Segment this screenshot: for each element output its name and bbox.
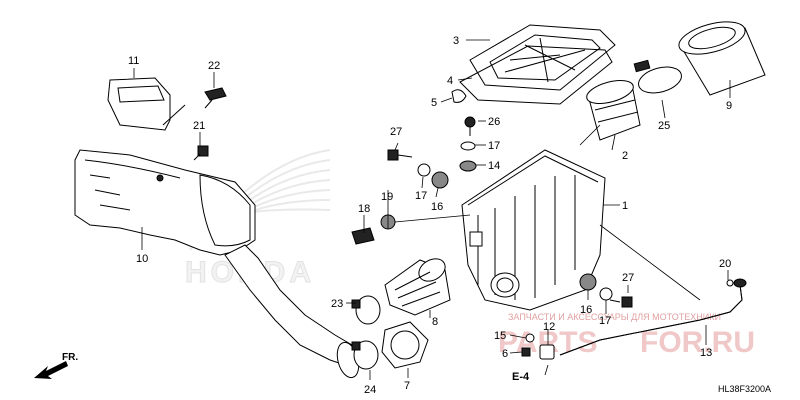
label-part-8: 8	[432, 316, 438, 328]
part-24-clamp	[351, 340, 379, 370]
label-part-22: 22	[208, 60, 220, 72]
label-part-26: 26	[488, 116, 500, 128]
label-part-5: 5	[431, 97, 437, 109]
part-17-mid-grommet	[417, 163, 431, 177]
leader-lines	[133, 39, 731, 380]
part-27-bolt-upper	[387, 149, 413, 161]
part-18-sensor	[351, 227, 375, 245]
label-part-27a: 27	[390, 126, 402, 138]
label-part-15: 15	[494, 330, 506, 342]
part-5-clip	[451, 89, 467, 103]
label-part-3: 3	[453, 35, 459, 47]
front-direction-indicator: FR.	[34, 352, 78, 379]
part-26-screw	[464, 116, 476, 136]
label-part-11: 11	[128, 55, 139, 67]
label-part-2: 2	[622, 150, 628, 162]
part-22-clip	[204, 87, 227, 109]
part-9-outer-filter	[678, 21, 766, 96]
front-arrow-icon	[34, 361, 68, 379]
label-part-12: 12	[543, 321, 555, 333]
part-13-drain-tube	[559, 278, 747, 356]
watermark-shop-line: ЗАПЧАСТИ И АКСЕССУАРЫ ДЛЯ МОТОТЕХНИКИ	[508, 312, 721, 322]
part-2-filter-element	[586, 80, 641, 141]
label-part-21: 21	[193, 120, 205, 132]
label-part-14: 14	[488, 160, 500, 172]
part-14-grommet	[459, 160, 477, 172]
part-10-intake-duct	[74, 149, 360, 379]
part-17-lower-grommet	[599, 287, 613, 301]
part-12-plug	[539, 344, 555, 360]
label-part-25: 25	[658, 120, 670, 132]
label-part-20: 20	[719, 258, 731, 270]
label-part-24: 24	[364, 384, 376, 396]
part-8-connecting-tube	[384, 258, 451, 316]
label-part-16b: 16	[580, 304, 592, 316]
watermark-shop-b: FOR.RU	[640, 326, 755, 359]
part-27-bolt-lower	[609, 296, 633, 308]
part-1-air-box	[461, 149, 606, 311]
part-7-insulator	[381, 321, 429, 369]
label-part-7: 7	[404, 380, 410, 392]
part-6-clip	[521, 347, 531, 357]
label-part-9: 9	[726, 100, 732, 112]
label-part-16a: 16	[431, 201, 443, 213]
label-part-10: 10	[136, 253, 148, 265]
label-part-17b: 17	[415, 190, 427, 202]
shop-watermark: ЗАПЧАСТИ И АКСЕССУАРЫ ДЛЯ МОТОТЕХНИКИ PA…	[498, 312, 755, 359]
label-part-18: 18	[358, 203, 370, 215]
section-reference: E-4	[512, 371, 530, 383]
part-25-clamp	[633, 59, 682, 94]
label-part-13: 13	[700, 347, 712, 359]
diagram-code: HL38F3200A	[718, 384, 771, 394]
label-part-4: 4	[447, 75, 453, 87]
label-part-23: 23	[331, 298, 343, 310]
label-part-19: 19	[381, 191, 393, 203]
part-23-clamp	[351, 295, 381, 325]
label-part-1: 1	[622, 200, 628, 212]
part-21-bolt	[193, 145, 209, 161]
part-labels: 1 2 3 4 5 6 7 8 9 10 11 12 13 14 15 16 1…	[128, 35, 732, 396]
label-part-27b: 27	[622, 272, 634, 284]
part-17-upper-grommet	[460, 141, 476, 151]
part-11-cover	[107, 77, 186, 131]
label-part-6: 6	[502, 348, 508, 360]
part-16-mid-grommet	[431, 171, 449, 189]
part-4-seal	[459, 45, 613, 105]
part-20-clip	[726, 279, 734, 287]
part-16-lower-grommet	[579, 273, 597, 291]
label-part-17a: 17	[488, 140, 500, 152]
part-3-lid	[469, 24, 616, 91]
label-part-17c: 17	[599, 315, 611, 327]
part-15-clip	[525, 333, 535, 343]
front-direction-label: FR.	[62, 352, 78, 363]
